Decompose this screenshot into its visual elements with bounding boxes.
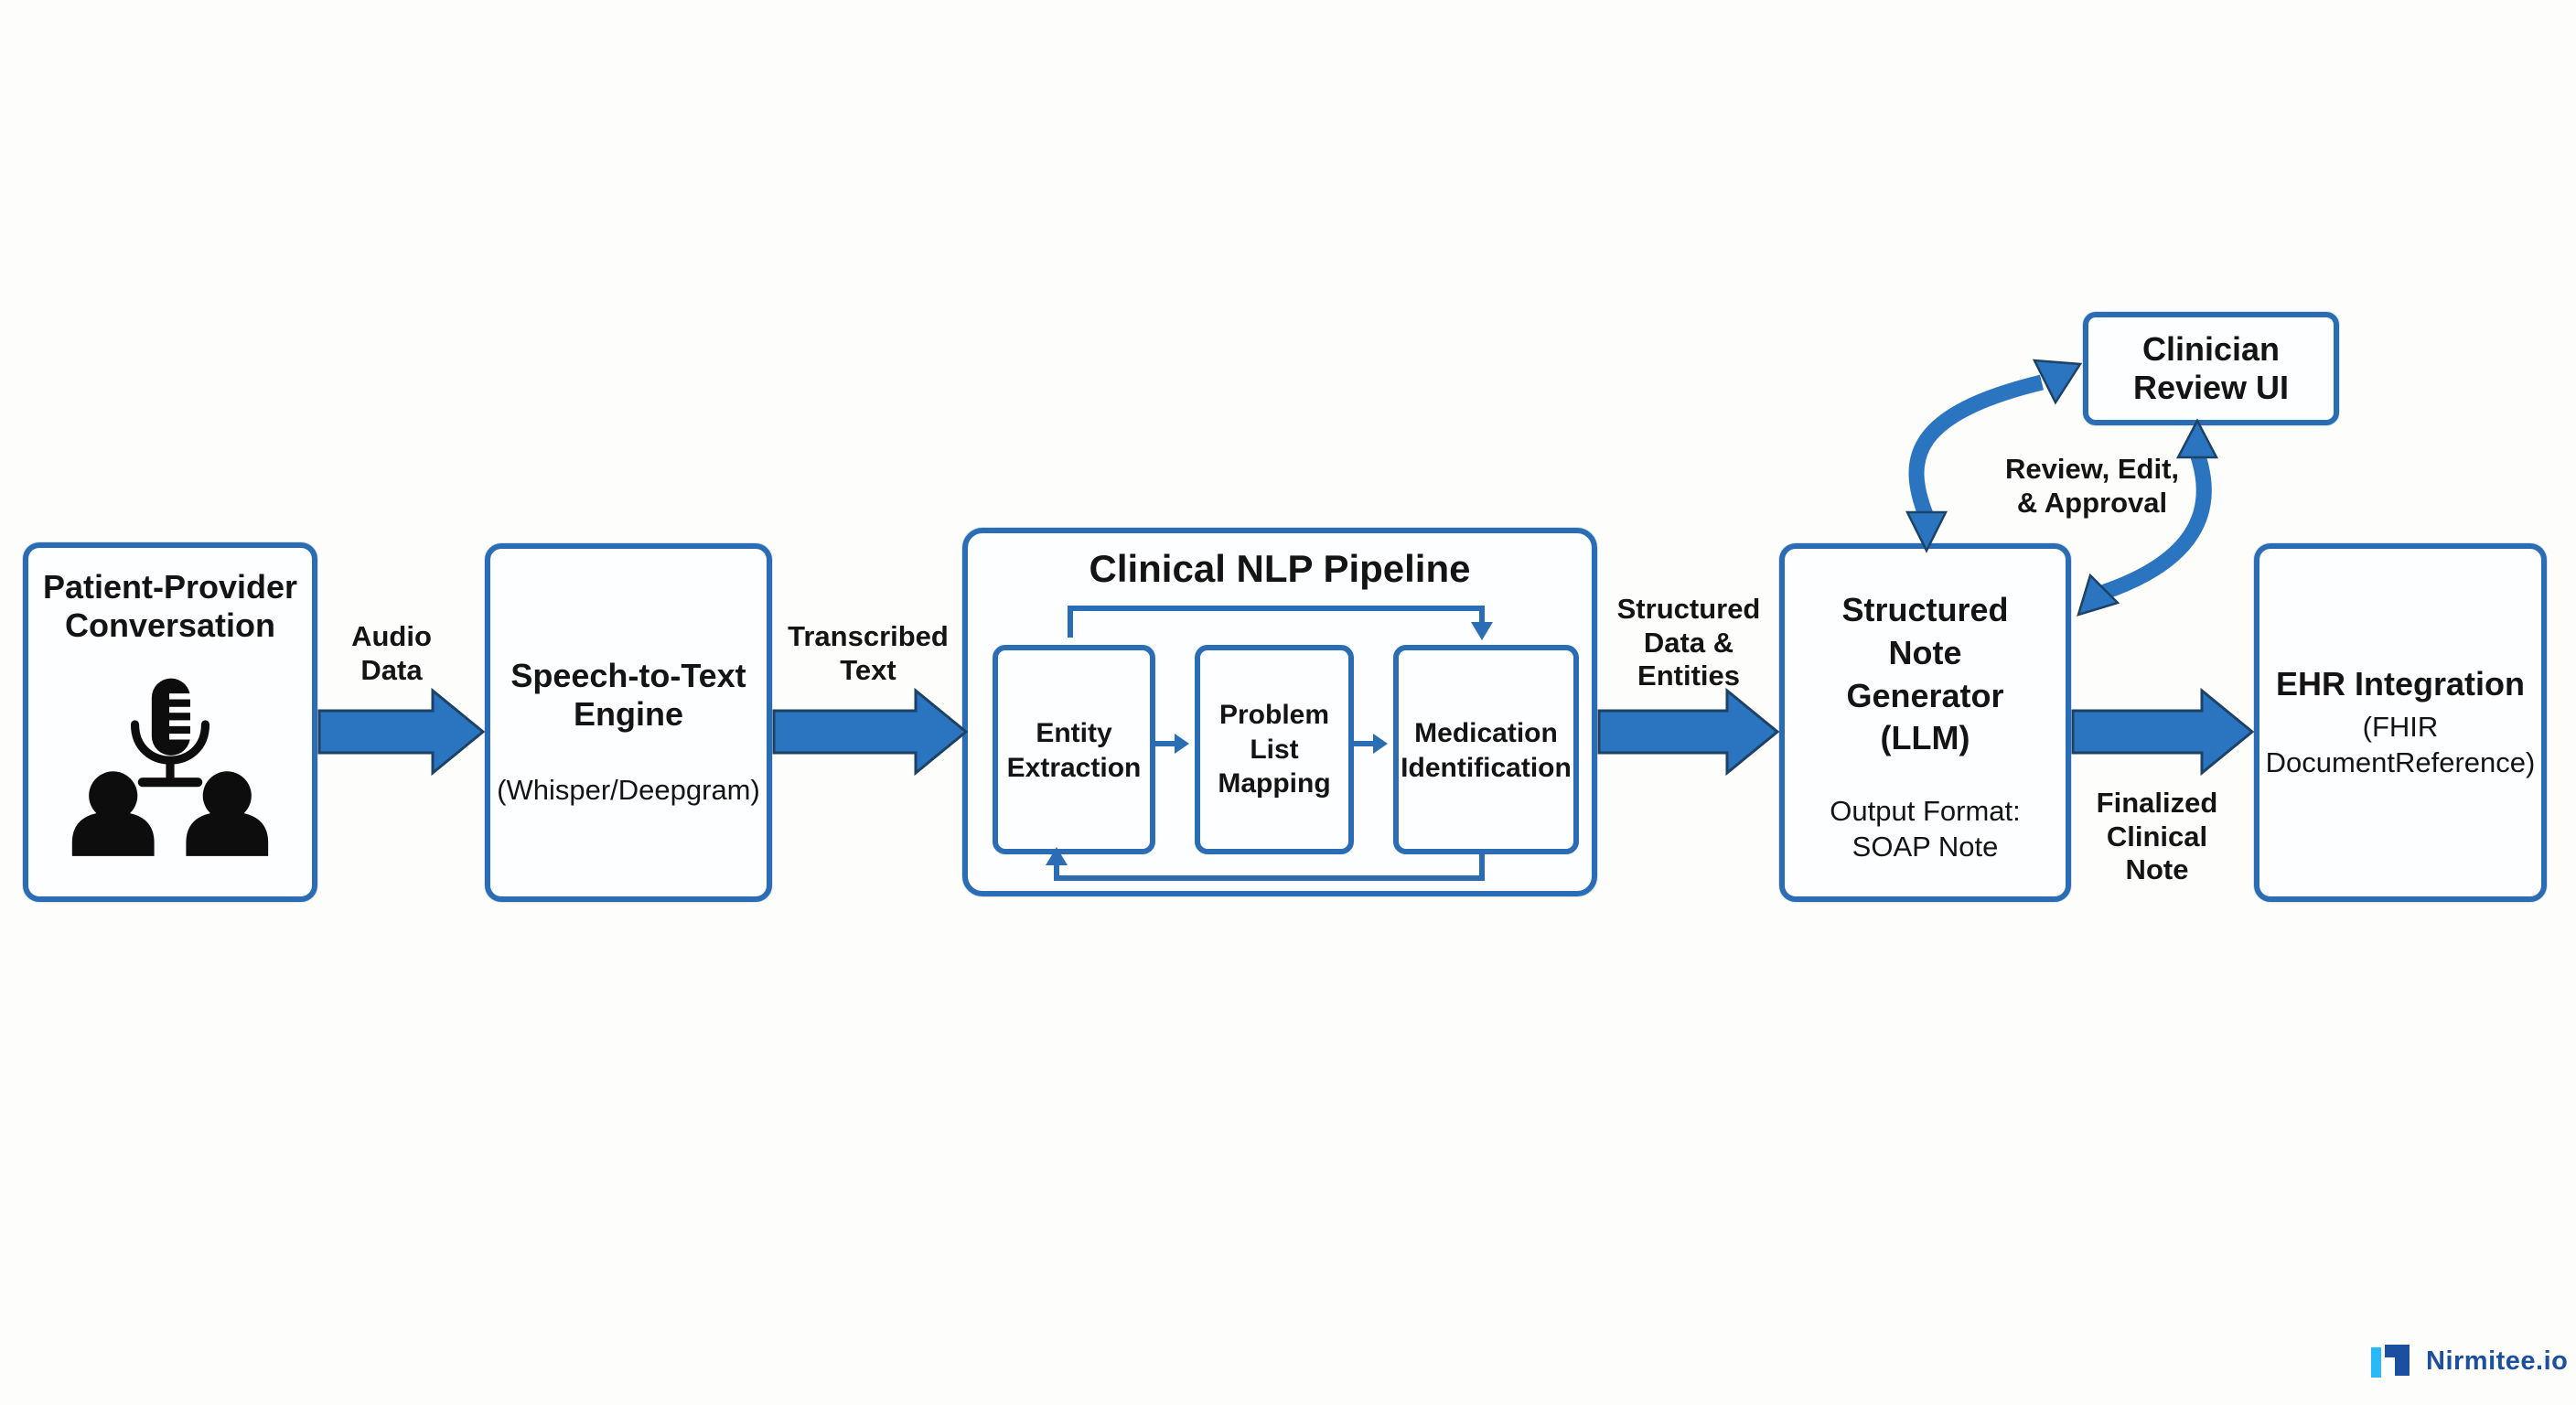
node-title: Speech-to-Text Engine <box>510 657 746 734</box>
edge-label-transcribed-text: Transcribed Text <box>788 620 949 686</box>
node-patient-provider-conversation: Patient-Provider Conversation <box>23 542 317 902</box>
step-label: Medication Identification <box>1401 718 1572 783</box>
node-subtitle: Output Format: SOAP Note <box>1830 795 2021 863</box>
node-title: Clinician Review UI <box>2132 329 2290 406</box>
node-title: Patient-Provider Conversation <box>42 568 298 645</box>
conversation-icon <box>71 678 269 857</box>
step-label: Entity Extraction <box>1006 718 1142 783</box>
person-icon <box>71 771 155 857</box>
step-medication-identification: Medication Identification <box>1393 645 1579 854</box>
node-clinical-nlp-pipeline: Clinical NLP Pipeline Entity Extraction … <box>962 528 1597 896</box>
nirmitee-logo: Nirmitee.io <box>2371 1345 2568 1378</box>
node-title: Structured Note Generator (LLM) <box>1841 591 2009 757</box>
pipeline-title: Clinical NLP Pipeline <box>1089 547 1471 590</box>
node-title: EHR Integration <box>2275 664 2525 702</box>
audio-data-arrow <box>317 687 486 777</box>
edge-label-finalized-clinical-note: Finalized Clinical Note <box>2096 787 2218 886</box>
node-structured-note-generator: Structured Note Generator (LLM) Output F… <box>1779 543 2071 902</box>
edge-label-review-edit-approval: Review, Edit, & Approval <box>2004 453 2180 519</box>
step-label: Problem List Mapping <box>1218 700 1331 799</box>
edge-label-audio-data: Audio Data <box>351 620 432 686</box>
logo-text: Nirmitee.io <box>2426 1346 2569 1376</box>
edge-label-structured-data-entities: Structured Data & Entities <box>1616 593 1761 692</box>
node-subtitle: (FHIR DocumentReference) <box>2265 711 2536 779</box>
step-problem-list-mapping: Problem List Mapping <box>1195 645 1354 854</box>
node-subtitle: (Whisper/Deepgram) <box>497 774 760 807</box>
node-ehr-integration: EHR Integration (FHIR DocumentReference) <box>2254 543 2547 902</box>
microphone-icon <box>130 678 210 788</box>
node-speech-to-text-engine: Speech-to-Text Engine (Whisper/Deepgram) <box>485 543 772 902</box>
step-entity-extraction: Entity Extraction <box>993 645 1155 854</box>
node-clinician-review-ui: Clinician Review UI <box>2083 312 2339 425</box>
transcribed-text-arrow <box>772 687 969 777</box>
finalized-note-arrow <box>2071 687 2255 777</box>
structured-data-arrow <box>1597 687 1780 777</box>
person-icon <box>186 771 269 857</box>
nirmitee-logo-icon <box>2371 1345 2410 1378</box>
